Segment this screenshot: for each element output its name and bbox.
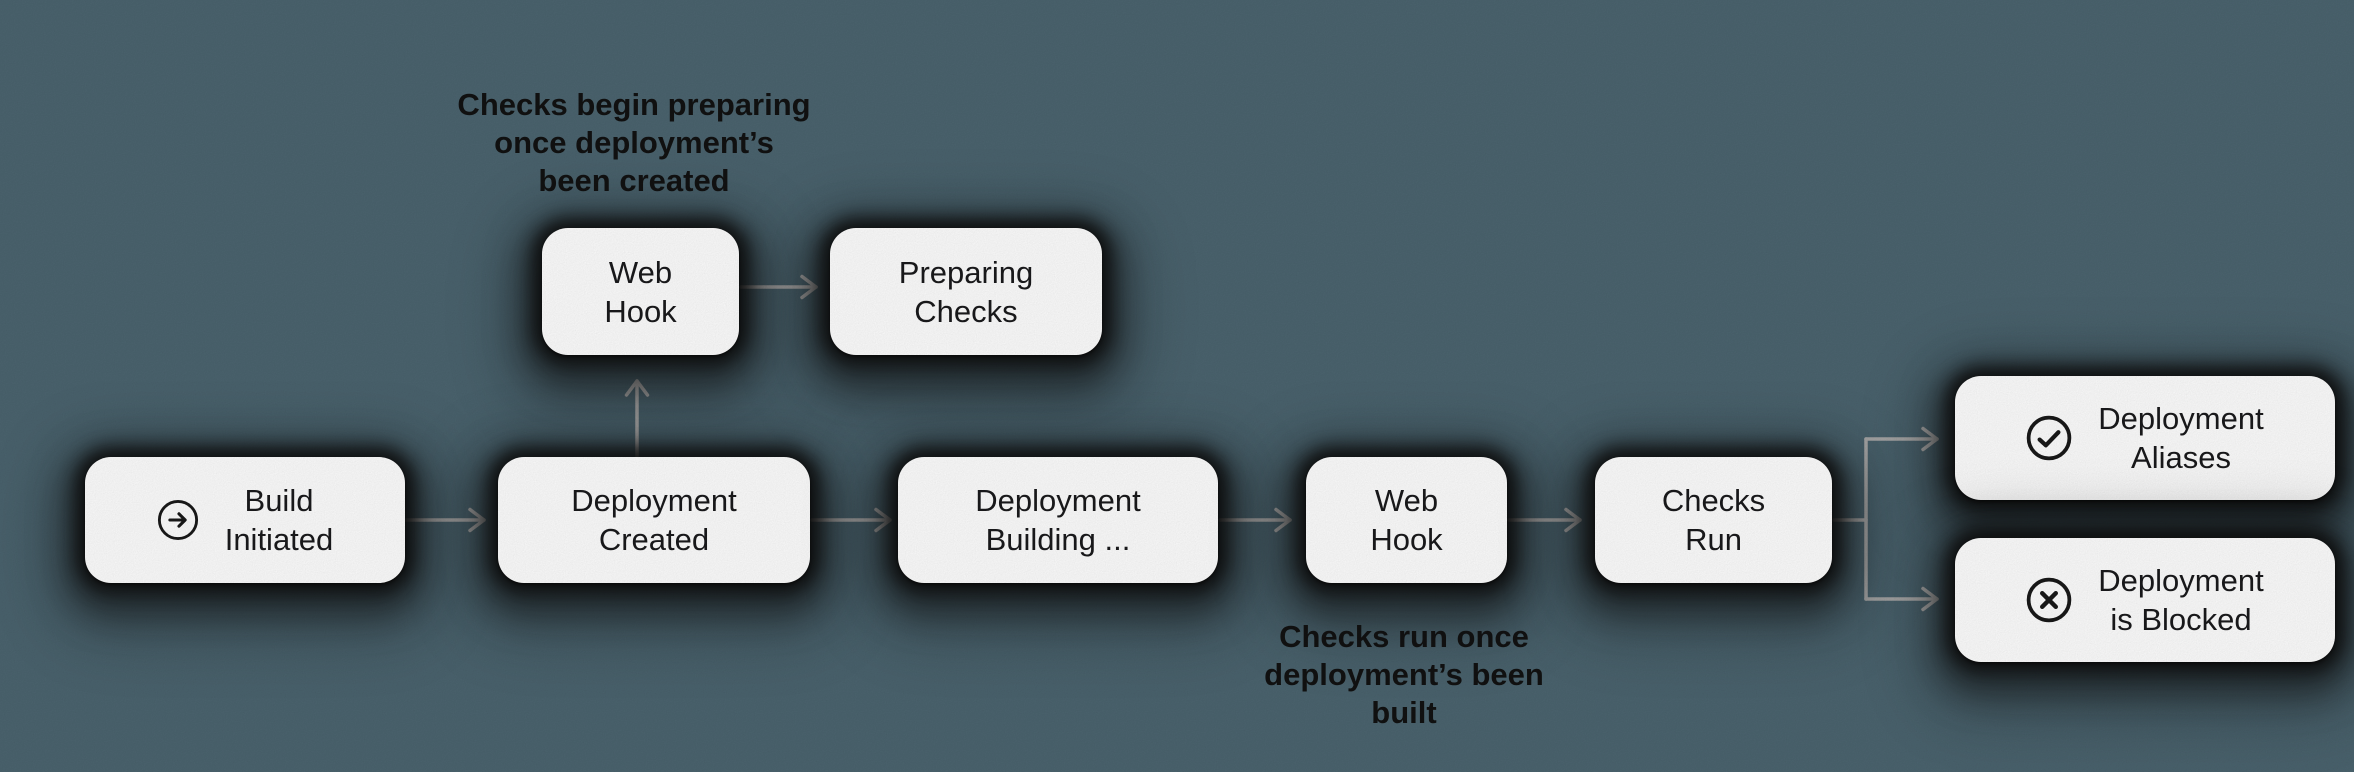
node-label: Deployment Aliases — [2098, 399, 2263, 477]
arrow-webhook2-to-checksrun — [1507, 507, 1582, 533]
node-label: Web Hook — [1370, 481, 1442, 559]
node-deployment-aliases: Deployment Aliases — [1955, 376, 2335, 500]
node-label-line: Run — [1685, 522, 1742, 557]
arrow-right-circle-icon — [157, 499, 198, 541]
node-label-line: Web — [608, 254, 673, 290]
arrow-created-to-building — [810, 507, 892, 533]
node-label-line: Hook — [1370, 522, 1443, 557]
node-label-line: Building ... — [985, 522, 1131, 557]
node-label: Web Hook — [604, 253, 676, 331]
arrow-checksrun-branch — [1832, 426, 1939, 612]
node-label-line: Build — [244, 483, 314, 518]
node-web-hook-1: Web Hook — [542, 228, 739, 355]
node-deployment-blocked: Deployment is Blocked — [1955, 538, 2335, 662]
node-label: Build Initiated — [225, 481, 334, 559]
node-label: Checks Run — [1662, 481, 1765, 559]
arrow-webhook1-to-preparing — [739, 274, 818, 300]
node-deployment-created: Deployment Created — [498, 457, 810, 583]
node-checks-run: Checks Run — [1595, 457, 1832, 583]
node-label: Deployment Created — [571, 481, 736, 559]
node-label-line: is Blocked — [2110, 602, 2252, 637]
node-label-line: Deployment — [571, 483, 737, 518]
node-label: Deployment is Blocked — [2098, 561, 2263, 639]
node-label-line: Preparing — [898, 254, 1034, 290]
node-label-line: Hook — [604, 293, 677, 329]
node-label-line: Deployment — [2098, 401, 2264, 436]
node-web-hook-2: Web Hook — [1306, 457, 1507, 583]
node-label-line: Created — [598, 522, 710, 557]
node-label-line: Aliases — [2131, 440, 2231, 475]
node-deployment-building: Deployment Building ... — [898, 457, 1218, 583]
node-label: Preparing Checks — [899, 253, 1033, 331]
node-label-line: Checks — [914, 293, 1018, 329]
annotation-checks-run: Checks run once deployment’s been built — [1264, 619, 1544, 730]
node-label-line: Deployment — [975, 483, 1141, 518]
annotation-checks-prepare: Checks begin preparing once deployment’s… — [457, 87, 811, 198]
node-label-line: Deployment — [2098, 563, 2264, 598]
node-preparing-checks: Preparing Checks — [830, 228, 1102, 355]
node-label-line: Initiated — [224, 522, 334, 557]
check-circle-icon — [2027, 415, 2072, 461]
node-label-line: Checks — [1661, 483, 1766, 518]
arrow-created-to-webhook1 — [624, 379, 650, 459]
arrow-build-to-created — [403, 507, 486, 533]
arrow-building-to-webhook2 — [1218, 507, 1292, 533]
node-label-line: Web — [1374, 483, 1439, 518]
x-circle-icon — [2027, 577, 2072, 623]
node-build-initiated: Build Initiated — [85, 457, 405, 583]
node-label: Deployment Building ... — [975, 481, 1140, 559]
